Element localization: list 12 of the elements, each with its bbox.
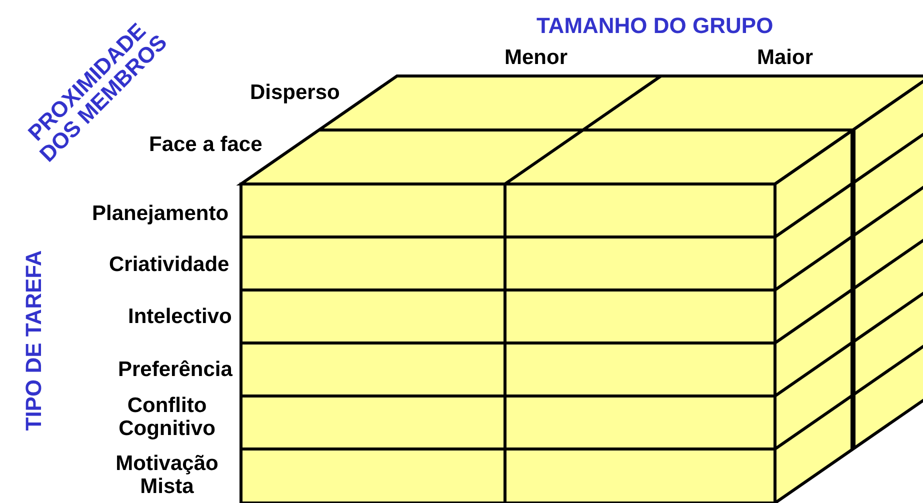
column-label: Menor (504, 46, 568, 69)
row-label: Conflito Cognitivo (118, 394, 216, 440)
row-label: Preferência (118, 358, 232, 381)
column-label: Maior (757, 46, 814, 69)
row-label: Motivação Mista (114, 452, 220, 498)
row-label: Intelectivo (128, 305, 232, 328)
row-label: Disperso (250, 81, 340, 104)
axis-title: TIPO DE TAREFA (21, 250, 44, 430)
axis-title: TAMANHO DO GRUPO (536, 14, 774, 37)
row-label: Criatividade (109, 253, 230, 276)
row-label: Face a face (149, 133, 262, 156)
row-label: Planejamento (92, 202, 229, 225)
